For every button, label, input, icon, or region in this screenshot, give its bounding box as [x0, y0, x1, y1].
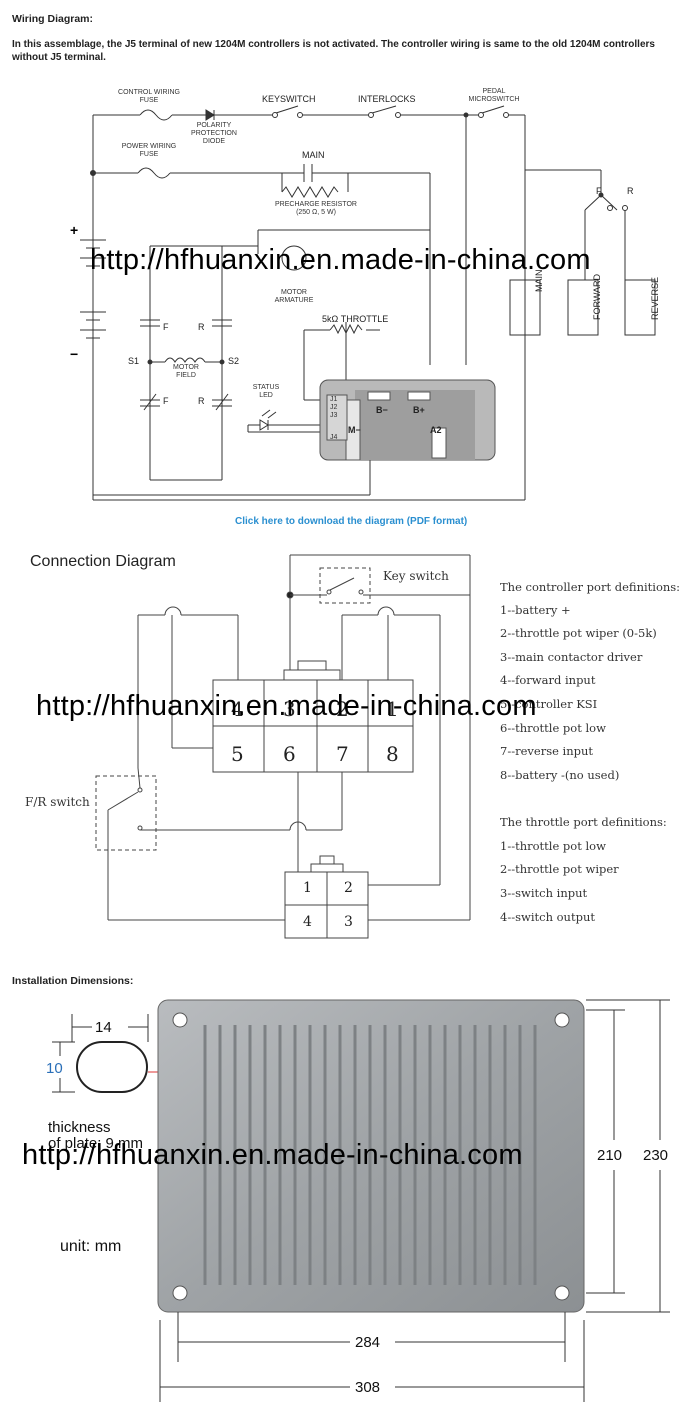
armature-symbol — [281, 245, 307, 271]
main-pin-7: 7 — [336, 742, 349, 766]
field-r-bottom-label: R — [198, 396, 205, 406]
status-led-label: STATUS LED — [252, 384, 280, 399]
motor-field-symbol — [164, 357, 206, 363]
field-f-top-label: F — [163, 322, 169, 332]
throttle-pin-4: 4 — [303, 914, 312, 930]
controller-def-8: 8--battery -(no used) — [500, 768, 620, 782]
battery-plus-label: + — [70, 222, 79, 238]
throttle-def-2: 2--throttle pot wiper — [500, 862, 619, 876]
controller-def-5: 5--controller KSI — [500, 697, 598, 711]
fr-switch-box — [95, 775, 157, 851]
throttle-def-3: 3--switch input — [500, 886, 588, 900]
watermark-1: http://hfhuanxin.en.made-in-china.com — [90, 244, 591, 276]
dim-284: 284 — [355, 1334, 381, 1351]
motor-armature-label: MOTOR ARMATURE — [274, 289, 314, 304]
j4-label: J4 — [330, 434, 338, 441]
connection-title: Connection Diagram — [30, 553, 176, 570]
pedal-switch-symbol — [481, 105, 505, 114]
throttle-label: 5kΩ THROTTLE — [322, 314, 389, 324]
pedal-switch-label: PEDAL MICROSWITCH — [468, 88, 520, 103]
main-pin-6: 6 — [283, 742, 296, 766]
slot-height-label: 10 — [46, 1060, 63, 1077]
dim-210: 210 — [597, 1147, 623, 1164]
power-fuse-label: POWER WIRING FUSE — [121, 143, 177, 158]
controller-def-1: 1--battery + — [500, 603, 571, 617]
battery-minus-label: − — [70, 346, 79, 362]
main-pin-4: 4 — [231, 697, 244, 721]
dim-308: 308 — [355, 1379, 381, 1396]
slot-shape — [76, 1041, 148, 1093]
precharge-label: PRECHARGE RESISTOR (250 Ω, 5 W) — [275, 201, 357, 216]
main-pin-5: 5 — [231, 742, 244, 766]
slot-width-label: 14 — [95, 1019, 112, 1036]
throttle-pin-2: 2 — [344, 880, 353, 896]
controller-defs-title: The controller port definitions: — [500, 580, 681, 594]
interlock-symbol — [371, 105, 397, 114]
b-plus-label: B+ — [413, 405, 425, 415]
field-r-top-label: R — [198, 322, 205, 332]
dim-230: 230 — [643, 1147, 669, 1164]
diode-label: POLARITY PROTECTION DIODE — [191, 122, 237, 145]
fr-r-label: R — [627, 186, 634, 196]
wiring-diagram — [80, 105, 656, 501]
watermark-3: http://hfhuanxin.en.made-in-china.com — [22, 1139, 523, 1171]
install-heading: Installation Dimensions: — [12, 975, 134, 987]
a2-label: A2 — [430, 425, 442, 435]
throttle-defs-title: The throttle port definitions: — [500, 815, 667, 829]
watermark-2: http://hfhuanxin.en.made-in-china.com — [36, 690, 537, 722]
fr-f-label: F — [596, 186, 602, 196]
diode-symbol — [205, 109, 215, 121]
throttle-def-4: 4--switch output — [500, 910, 595, 924]
j3-label: J3 — [330, 412, 338, 419]
coil-reverse-label: REVERSE — [650, 276, 660, 320]
controller-def-3: 3--main contactor driver — [500, 650, 643, 664]
controller-def-4: 4--forward input — [500, 673, 596, 687]
throttle-pin-3: 3 — [344, 914, 353, 930]
main-pin-2: 2 — [336, 697, 349, 721]
keyswitch-label: KEYSWITCH — [262, 94, 316, 104]
main-contact-label: MAIN — [302, 150, 325, 160]
controller-def-7: 7--reverse input — [500, 744, 594, 758]
main-pin-1: 1 — [386, 697, 399, 721]
connection-diagram — [95, 554, 471, 939]
b-minus-label: B− — [376, 405, 388, 415]
key-switch-label: Key switch — [383, 569, 449, 583]
throttle-def-1: 1--throttle pot low — [500, 839, 606, 853]
control-fuse-symbol — [139, 109, 173, 121]
thickness-label: thickness of plate: 9 mm — [48, 1119, 144, 1152]
wiring-heading: Wiring Diagram: — [12, 13, 93, 25]
j1-label: J1 — [330, 396, 338, 403]
wiring-intro: In this assemblage, the J5 terminal of n… — [12, 39, 655, 63]
controller-def-6: 6--throttle pot low — [500, 721, 606, 735]
m-minus-label: M− — [348, 425, 361, 435]
control-fuse-label: CONTROL WIRING FUSE — [118, 89, 180, 104]
fr-switch-label: F/R switch — [25, 795, 90, 809]
key-switch-box — [319, 567, 371, 604]
j2-label: J2 — [330, 404, 338, 411]
unit-label: unit: mm — [60, 1238, 122, 1255]
field-f-bottom-label: F — [163, 396, 169, 406]
precharge-resistor-symbol — [281, 186, 339, 198]
main-pin-8: 8 — [386, 742, 399, 766]
download-diagram-link[interactable]: Click here to download the diagram (PDF … — [235, 516, 468, 527]
coil-forward-label: FORWARD — [592, 274, 602, 320]
throttle-pin-1: 1 — [303, 880, 312, 896]
interlocks-label: INTERLOCKS — [358, 94, 416, 104]
keyswitch-symbol — [275, 105, 299, 114]
controller-def-2: 2--throttle pot wiper (0-5k) — [500, 626, 657, 640]
s2-label: S2 — [228, 356, 240, 366]
main-pin-3: 3 — [283, 697, 296, 721]
motor-field-label: MOTOR FIELD — [173, 364, 199, 379]
s1-label: S1 — [128, 356, 140, 366]
install-drawing — [52, 999, 670, 1402]
